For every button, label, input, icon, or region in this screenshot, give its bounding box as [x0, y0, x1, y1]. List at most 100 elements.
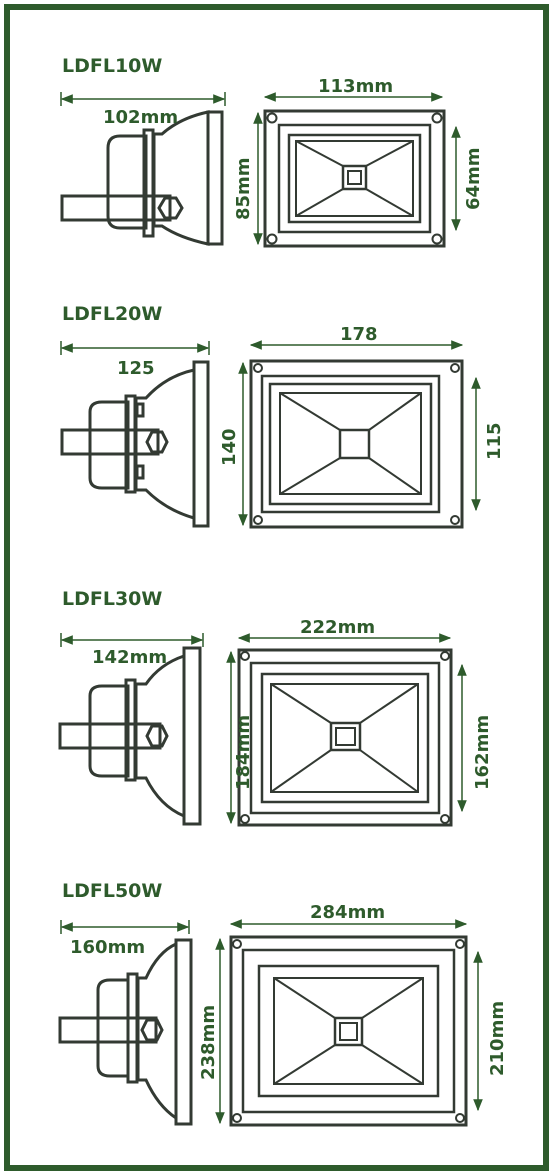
screw-icon [232, 1113, 242, 1123]
side-depth-label: 160mm [70, 937, 145, 958]
led-chip [329, 721, 362, 752]
housing-back [88, 684, 130, 778]
bracket-nut [145, 724, 169, 748]
reflector-edge [365, 188, 414, 217]
side-depth-label: 142mm [92, 647, 167, 668]
front-glass [182, 646, 202, 826]
screw-icon [455, 939, 465, 949]
front-glass [192, 360, 210, 528]
model-ldfl50w: LDFL50W 160mm [58, 880, 508, 1127]
bracket-nut [157, 196, 184, 220]
front-height-label: 85mm [233, 157, 254, 220]
bracket-arm [58, 1016, 158, 1044]
reflector-edge [359, 683, 419, 724]
reflector-edge [270, 683, 332, 724]
outer-border [4, 4, 549, 1171]
reflector-outer [260, 672, 430, 804]
reflector-edge [295, 188, 344, 217]
reflector-edge [279, 392, 341, 431]
reflector-edge [361, 1044, 424, 1085]
screw-icon [440, 814, 450, 824]
front-glass [174, 938, 193, 1126]
screw-icon [240, 651, 250, 661]
front-width-label: 113mm [318, 76, 393, 97]
reflector [273, 977, 424, 1085]
reflector-edge [270, 749, 332, 793]
screw-icon [232, 939, 242, 949]
screw-icon [450, 363, 460, 373]
reflector-outer [257, 964, 440, 1098]
bracket-arm [58, 722, 162, 750]
screw-icon [431, 233, 443, 245]
front-height-label: 140 [219, 428, 240, 466]
model-ldfl10w: LDFL10W 102mm [60, 55, 484, 248]
housing-back [106, 134, 148, 230]
mounting-ring [124, 394, 137, 494]
front-width-label: 178 [340, 324, 378, 345]
model-ldfl30w: LDFL30W 142mm [58, 588, 493, 827]
led-chip-inner [347, 170, 362, 185]
reflector-edge [361, 977, 424, 1019]
screw-icon [266, 233, 278, 245]
front-view [253, 92, 461, 248]
inner-frame [249, 661, 441, 815]
inner-height-label: 64mm [463, 147, 484, 210]
inner-frame [260, 374, 441, 514]
screw-icon [440, 651, 450, 661]
inner-height-label: 210mm [487, 1001, 508, 1076]
bracket-nut [140, 1018, 164, 1042]
model-ldfl20w: LDFL20W 125 [60, 303, 505, 529]
screw-icon [253, 515, 263, 525]
reflector-edge [368, 392, 422, 431]
reflector-edge [365, 140, 414, 167]
model-title: LDFL20W [62, 303, 162, 325]
reflector-edge [359, 749, 419, 793]
front-view [238, 340, 481, 529]
reflector-edge [273, 977, 336, 1019]
reflector-edge [279, 457, 341, 495]
front-height-label: 184mm [233, 715, 254, 790]
screw-icon [455, 1113, 465, 1123]
inner-frame [277, 123, 432, 234]
reflector-edge [295, 140, 344, 167]
led-chip [341, 164, 368, 191]
housing-back [96, 978, 130, 1078]
mounting-ring [124, 678, 137, 782]
side-depth-label: 125 [117, 358, 155, 379]
front-plate [229, 935, 468, 1127]
reflector-outer [268, 382, 433, 506]
model-title: LDFL50W [62, 880, 162, 902]
model-title: LDFL10W [62, 55, 162, 77]
led-chip [338, 428, 371, 460]
bracket-nut [145, 430, 169, 454]
screw-icon [266, 112, 278, 124]
reflector-edge [368, 457, 422, 495]
ring-tab [135, 402, 145, 418]
front-view [215, 919, 483, 1127]
heatsink-body [152, 110, 210, 246]
inner-height-label: 115 [484, 422, 505, 460]
screw-icon [431, 112, 443, 124]
side-view [60, 341, 210, 528]
front-plate [263, 109, 446, 248]
front-height-label: 238mm [198, 1005, 219, 1080]
reflector-outer [287, 133, 422, 224]
ring-tab [135, 464, 145, 480]
model-title: LDFL30W [62, 588, 162, 610]
reflector-edge [273, 1044, 336, 1085]
screw-icon [253, 363, 263, 373]
side-view [60, 92, 226, 246]
front-view [226, 633, 467, 827]
inner-height-label: 162mm [472, 715, 493, 790]
bracket-arm [60, 194, 172, 222]
housing-back [88, 400, 130, 490]
bracket-arm [60, 428, 160, 456]
led-chip-inner [335, 727, 356, 746]
front-plate [249, 359, 464, 529]
front-glass [206, 110, 224, 246]
side-depth-label: 102mm [103, 107, 178, 128]
led-chip [333, 1016, 364, 1047]
front-width-label: 284mm [310, 902, 385, 923]
screw-icon [450, 515, 460, 525]
